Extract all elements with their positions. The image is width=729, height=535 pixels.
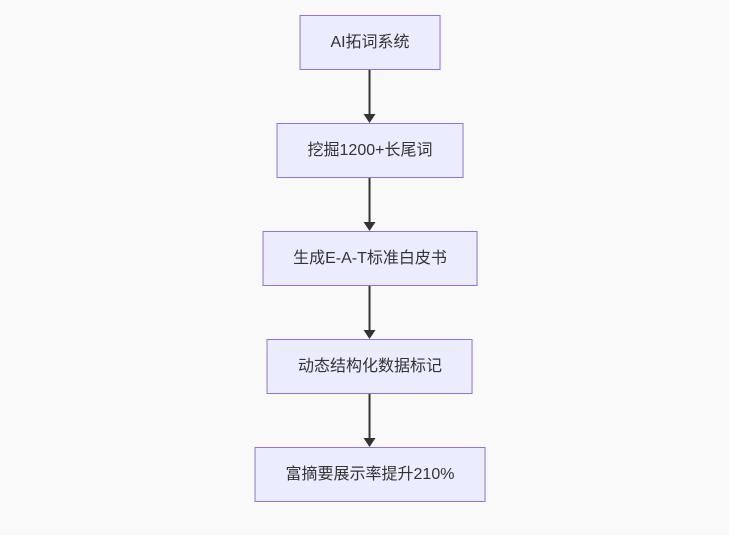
arrow-down-icon: [364, 114, 376, 123]
arrow-down-icon: [364, 330, 376, 339]
flow-edge: [364, 70, 376, 123]
flow-node-label: 富摘要展示率提升210%: [285, 465, 455, 483]
flow-node-ai-keyword-system: AI拓词系统: [299, 15, 441, 70]
flow-node-rich-snippet-result: 富摘要展示率提升210%: [254, 447, 486, 502]
flow-node-label: 挖掘1200+长尾词: [307, 141, 433, 159]
flowchart: AI拓词系统 挖掘1200+长尾词 生成E-A-T标准白皮书 动态结构化数据标记…: [254, 15, 486, 502]
flow-node-label: 生成E-A-T标准白皮书: [293, 249, 447, 267]
flow-node-eat-whitepaper: 生成E-A-T标准白皮书: [262, 231, 478, 286]
arrow-down-icon: [364, 438, 376, 447]
flow-edge: [364, 178, 376, 231]
flow-node-longtail-mining: 挖掘1200+长尾词: [276, 123, 464, 178]
edge-line: [369, 394, 371, 438]
flow-node-label: AI拓词系统: [330, 33, 410, 51]
flow-node-structured-data-markup: 动态结构化数据标记: [266, 339, 473, 394]
flow-edge: [364, 286, 376, 339]
flow-edge: [364, 394, 376, 447]
edge-line: [369, 70, 371, 114]
flow-node-label: 动态结构化数据标记: [297, 357, 442, 375]
edge-line: [369, 178, 371, 222]
edge-line: [369, 286, 371, 330]
arrow-down-icon: [364, 222, 376, 231]
